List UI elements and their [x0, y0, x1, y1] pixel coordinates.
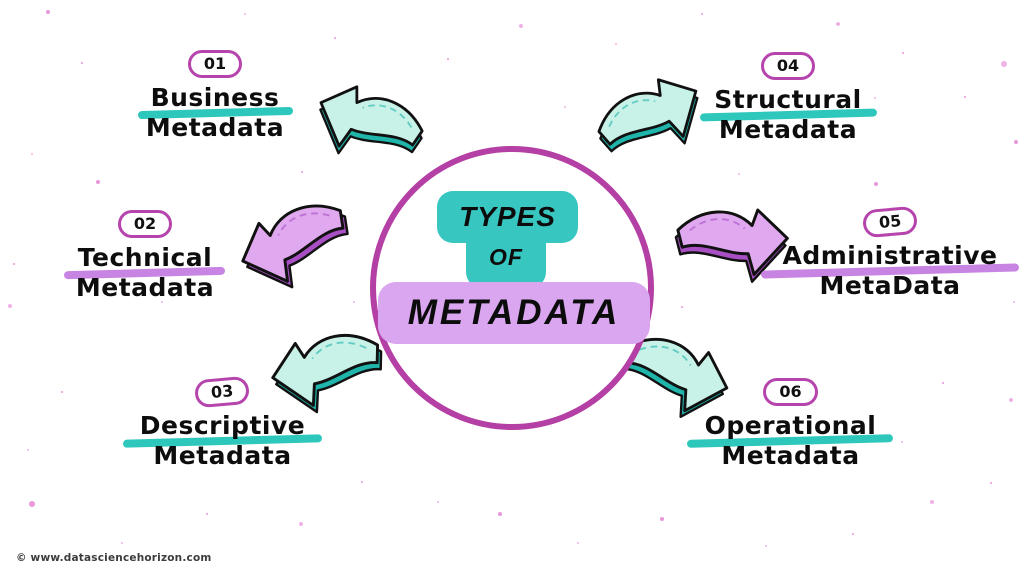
item-title-line1: Descriptive	[139, 411, 306, 440]
item-technical-metadata: 02 Technical Metadata	[45, 210, 245, 303]
types-of-tab-stem: OF	[466, 238, 546, 288]
item-title: Structural Metadata	[688, 85, 888, 145]
item-number-badge: 06	[763, 378, 818, 406]
item-number: 05	[878, 211, 902, 232]
item-title: Operational Metadata	[687, 411, 894, 471]
types-of-tab: TYPES	[437, 191, 578, 243]
curved-arrow-icon	[228, 192, 362, 300]
item-title-line1: Administrative	[782, 241, 998, 270]
copyright-credit: © www.datasciencehorizon.com	[16, 552, 212, 564]
item-number-badge: 02	[117, 210, 173, 238]
item-title: Business Metadata	[115, 83, 315, 143]
item-title-line1: Technical	[77, 243, 213, 272]
item-title-line1: Business	[150, 83, 280, 112]
title-of: OF	[489, 244, 523, 270]
title-types: TYPES	[459, 201, 556, 232]
item-structural-metadata: 04 Structural Metadata	[688, 52, 888, 145]
item-title-line2: Metadata	[721, 441, 860, 470]
item-title-line2: MetaData	[819, 271, 961, 300]
item-descriptive-metadata: 03 Descriptive Metadata	[120, 375, 325, 471]
item-number: 06	[779, 382, 802, 401]
item-number-badge: 04	[760, 52, 816, 80]
item-number: 04	[776, 56, 800, 75]
title-metadata: METADATA	[407, 293, 621, 332]
metadata-pill: METADATA	[378, 282, 650, 344]
item-title: Descriptive Metadata	[120, 411, 325, 471]
item-title-line2: Metadata	[145, 113, 285, 142]
item-administrative-metadata: 05 Administrative MetaData	[760, 205, 1020, 301]
curved-arrow-icon	[301, 66, 435, 186]
item-title-line2: Metadata	[153, 441, 292, 470]
item-operational-metadata: 06 Operational Metadata	[687, 378, 894, 471]
item-title-line2: Metadata	[718, 115, 858, 144]
item-title-line1: Operational	[704, 411, 877, 440]
item-business-metadata: 01 Business Metadata	[115, 50, 315, 143]
item-number: 02	[133, 214, 157, 233]
item-number-badge: 03	[194, 375, 251, 409]
item-number: 03	[210, 381, 235, 402]
item-title-line2: Metadata	[75, 273, 215, 302]
item-title-line1: Structural	[714, 85, 862, 114]
item-number-badge: 05	[861, 205, 919, 239]
background-speckles	[0, 0, 4, 4]
item-title: Administrative MetaData	[760, 241, 1020, 301]
item-title: Technical Metadata	[45, 243, 245, 303]
item-number: 01	[203, 54, 227, 73]
item-number-badge: 01	[187, 50, 243, 78]
